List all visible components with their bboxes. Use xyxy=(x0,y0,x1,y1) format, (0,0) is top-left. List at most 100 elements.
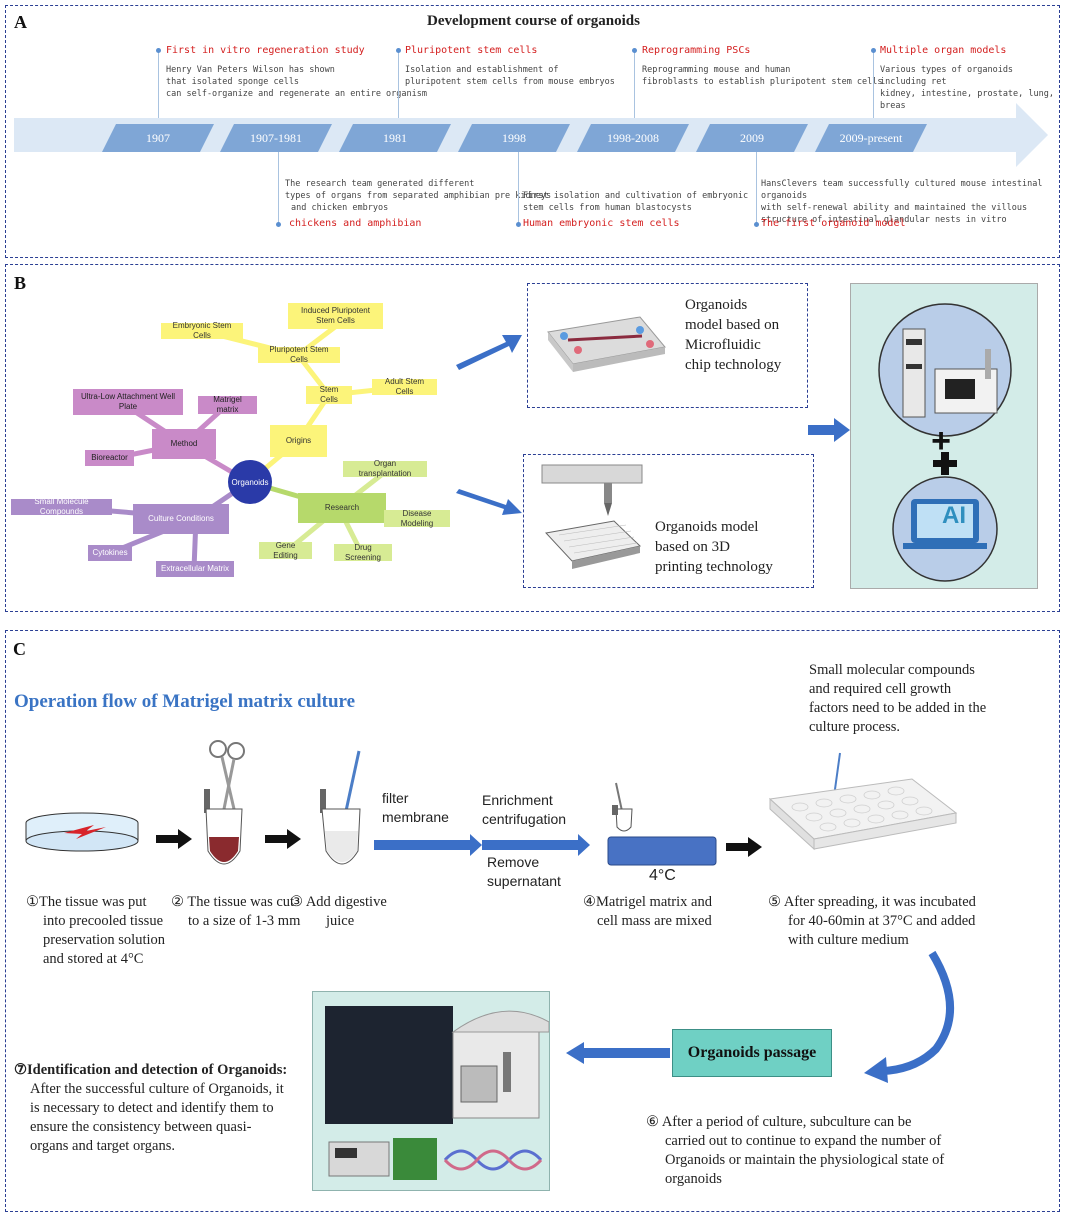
node-extracellular-matrix: Extracellular Matrix xyxy=(156,561,234,577)
node-ultra-low-attachment: Ultra-Low Attachment Well Plate xyxy=(73,389,183,415)
event-title: The first organoid model xyxy=(761,218,906,229)
process-arrows xyxy=(374,834,590,856)
workflow-title: Operation flow of Matrigel matrix cultur… xyxy=(14,691,356,712)
event-connector xyxy=(873,50,874,118)
flow-cytometer-icon xyxy=(325,1006,550,1180)
event-dot xyxy=(516,222,521,227)
pipette-tube-icon xyxy=(320,750,361,865)
timeline-segment: 1981 xyxy=(339,124,451,152)
event-title: Reprogramming PSCs xyxy=(642,45,751,56)
event-dot xyxy=(396,48,401,53)
arrow-to-ai xyxy=(808,418,850,442)
panel-c: C Operation flow of Matrigel matrix cult… xyxy=(5,630,1060,1212)
event-connector xyxy=(634,50,635,118)
node-organoids-center: Organoids xyxy=(228,460,272,504)
petri-dish-icon xyxy=(25,812,139,852)
timeline-segment: 2009 xyxy=(696,124,808,152)
curved-arrow-icon xyxy=(864,950,955,1083)
node-culture-conditions: Culture Conditions xyxy=(133,504,229,534)
node-matrigel-matrix: Matrigel matrix xyxy=(198,395,257,414)
event-description: Various types of organoids including ret… xyxy=(880,65,1054,111)
node-disease-modeling: Disease Modeling xyxy=(384,509,450,528)
temperature-label: 4°C xyxy=(649,867,676,884)
arrow-right-icon xyxy=(156,829,192,849)
event-dot xyxy=(754,222,759,227)
timeline-segment: 1907-1981 xyxy=(220,124,332,152)
panel-b: B Induced Pluripotent Stem Cells Embryon… xyxy=(5,264,1060,612)
event-connector xyxy=(398,50,399,118)
event-connector xyxy=(756,152,757,224)
node-origins: Origins xyxy=(270,425,327,457)
timeline-arrowhead xyxy=(1016,103,1048,167)
event-description: First isolation and cultivation of embry… xyxy=(523,191,749,213)
event-dot xyxy=(276,222,281,227)
node-adult-stem-cells: Adult Stem Cells xyxy=(372,377,437,396)
panel-a: A Development course of organoids 1907 1… xyxy=(5,5,1060,258)
step-6-text: ⑥ After a period of culture, subculture … xyxy=(646,1114,945,1187)
event-connector xyxy=(158,50,159,118)
step-7-title: ⑦Identification and detection of Organoi… xyxy=(14,1062,288,1078)
timeline-segment: 2009-present xyxy=(815,124,927,152)
event-title: Multiple organ models xyxy=(880,45,1007,56)
node-drug-screening: Drug Screening xyxy=(334,543,392,562)
panel-c-label: C xyxy=(13,639,26,659)
event-connector xyxy=(518,152,519,224)
event-dot xyxy=(871,48,876,53)
node-stem-cells: Stem Cells xyxy=(306,385,352,404)
node-research: Research xyxy=(298,493,386,523)
identification-equipment-image xyxy=(312,991,550,1191)
scissors-tube-icon xyxy=(204,740,245,865)
arrow-left-icon xyxy=(566,1042,670,1064)
microfluidic-chip-icon xyxy=(547,316,666,372)
ai-label: AI xyxy=(942,502,966,529)
node-method: Method xyxy=(152,429,216,459)
panel-b-label: B xyxy=(14,273,27,293)
event-title: Human embryonic stem cells xyxy=(523,218,680,229)
arrow-right-icon xyxy=(726,837,762,857)
node-cytokines: Cytokines xyxy=(88,545,132,561)
event-connector xyxy=(278,152,279,224)
event-title: Pluripotent stem cells xyxy=(405,45,538,56)
plus-icon: + xyxy=(931,422,951,460)
event-title: First in vitro regeneration study xyxy=(166,45,365,56)
node-bioreactor: Bioreactor xyxy=(85,450,134,466)
event-title: chickens and amphibian xyxy=(289,218,422,229)
arrows-to-technologies xyxy=(456,335,522,515)
timeline-title: Development course of organoids xyxy=(427,13,640,29)
cold-plate-icon xyxy=(607,782,717,866)
arrow-right-icon xyxy=(265,829,301,849)
node-pluripotent-stem-cells: Pluripotent Stem Cells xyxy=(258,345,340,364)
organoids-passage-box: Organoids passage xyxy=(672,1029,832,1077)
3d-printer-icon xyxy=(541,464,643,569)
node-organ-transplantation: Organ transplantation xyxy=(343,459,427,478)
node-gene-editing: Gene Editing xyxy=(259,541,312,560)
timeline-segment: 1907 xyxy=(102,124,214,152)
node-embryonic-stem-cells: Embryonic Stem Cells xyxy=(161,321,243,340)
event-dot xyxy=(156,48,161,53)
node-small-molecule: Small Molecule Compounds xyxy=(11,497,112,516)
well-plate-icon xyxy=(768,752,958,851)
ai-panel: AI xyxy=(850,283,1038,589)
timeline-segment: 1998-2008 xyxy=(577,124,689,152)
event-dot xyxy=(632,48,637,53)
ai-panel-illustration xyxy=(878,303,1012,582)
step-7-text: After the successful culture of Organoid… xyxy=(30,1081,284,1154)
event-description: HansClevers team successfully cultured m… xyxy=(761,179,1043,225)
